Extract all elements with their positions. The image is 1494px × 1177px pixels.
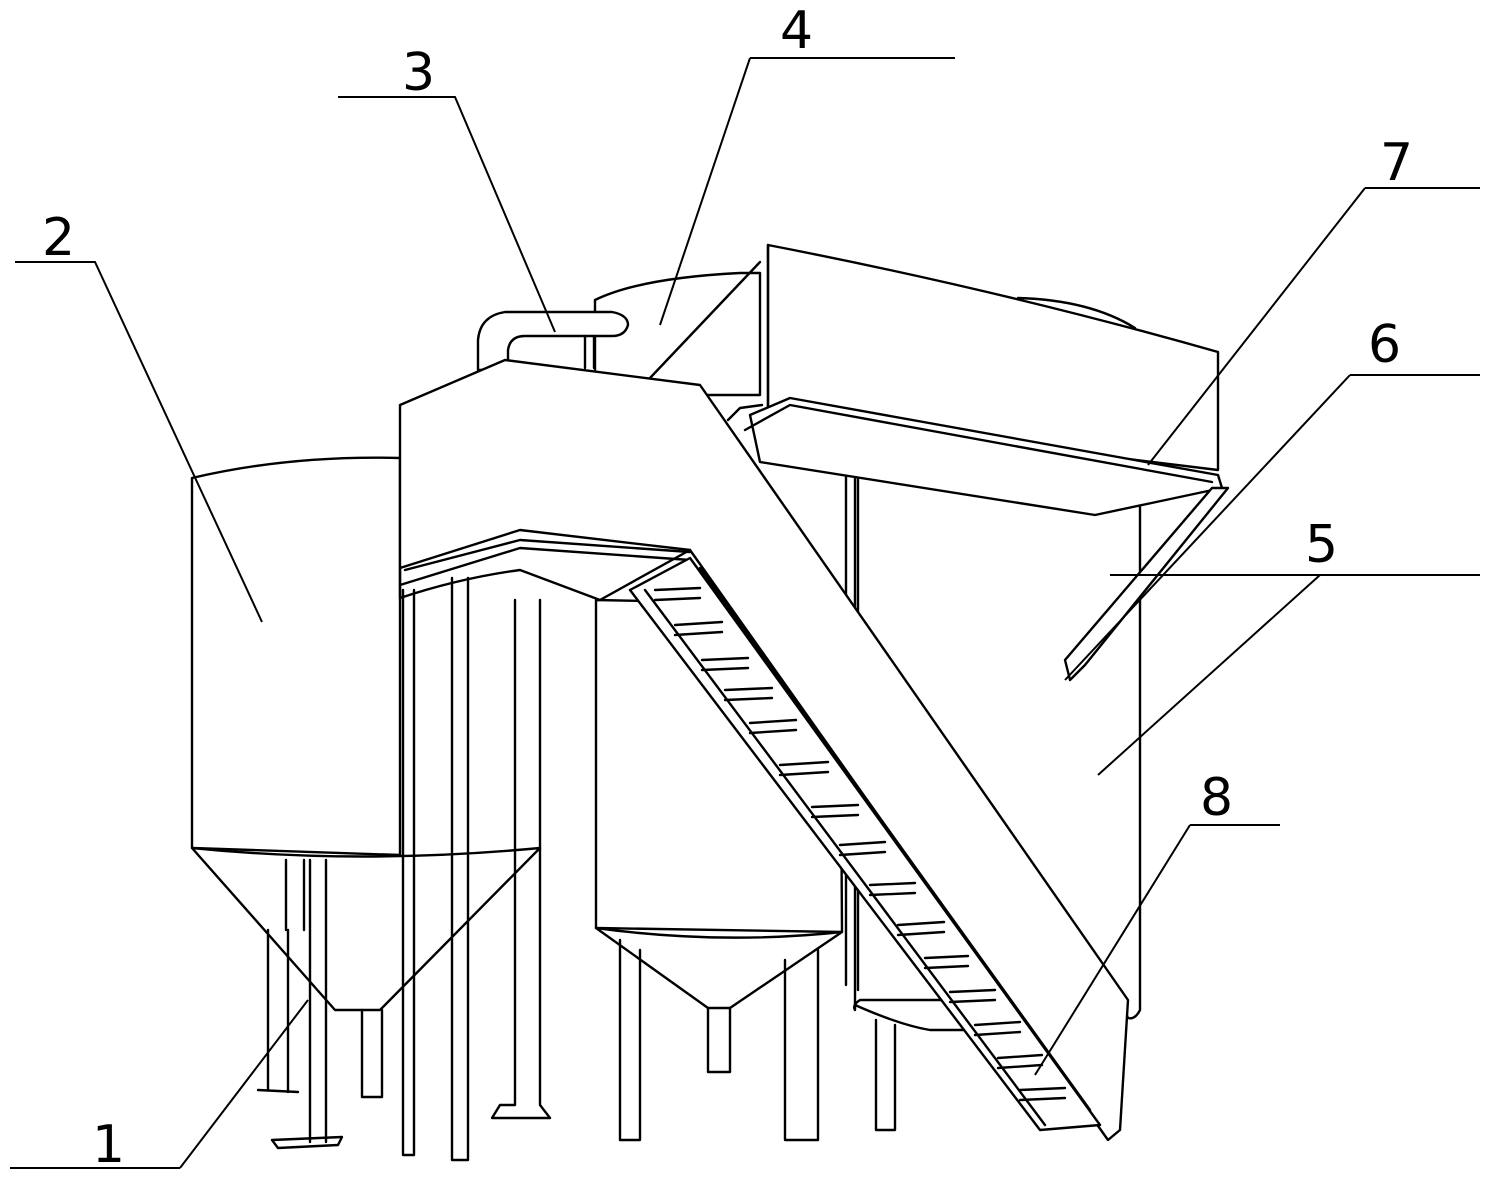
label-3: 3 (402, 43, 435, 103)
label-5: 5 (1305, 515, 1338, 575)
label-2: 2 (42, 208, 75, 268)
support-legs-1 (401, 576, 470, 1162)
callout-labels: 1 2 3 4 5 6 7 8 (42, 1, 1413, 1175)
chute-6 (1063, 486, 1230, 682)
pipe-3 (476, 310, 630, 372)
belt-8 (628, 556, 1102, 1132)
upper-frame (726, 243, 1224, 517)
label-6: 6 (1368, 315, 1401, 375)
label-7: 7 (1380, 133, 1413, 193)
label-1: 1 (92, 1115, 125, 1175)
tank-2 (190, 456, 542, 1150)
label-8: 8 (1200, 768, 1233, 828)
leader-lines (10, 57, 1480, 1169)
tank-4 (593, 271, 762, 397)
label-4: 4 (780, 1, 813, 61)
